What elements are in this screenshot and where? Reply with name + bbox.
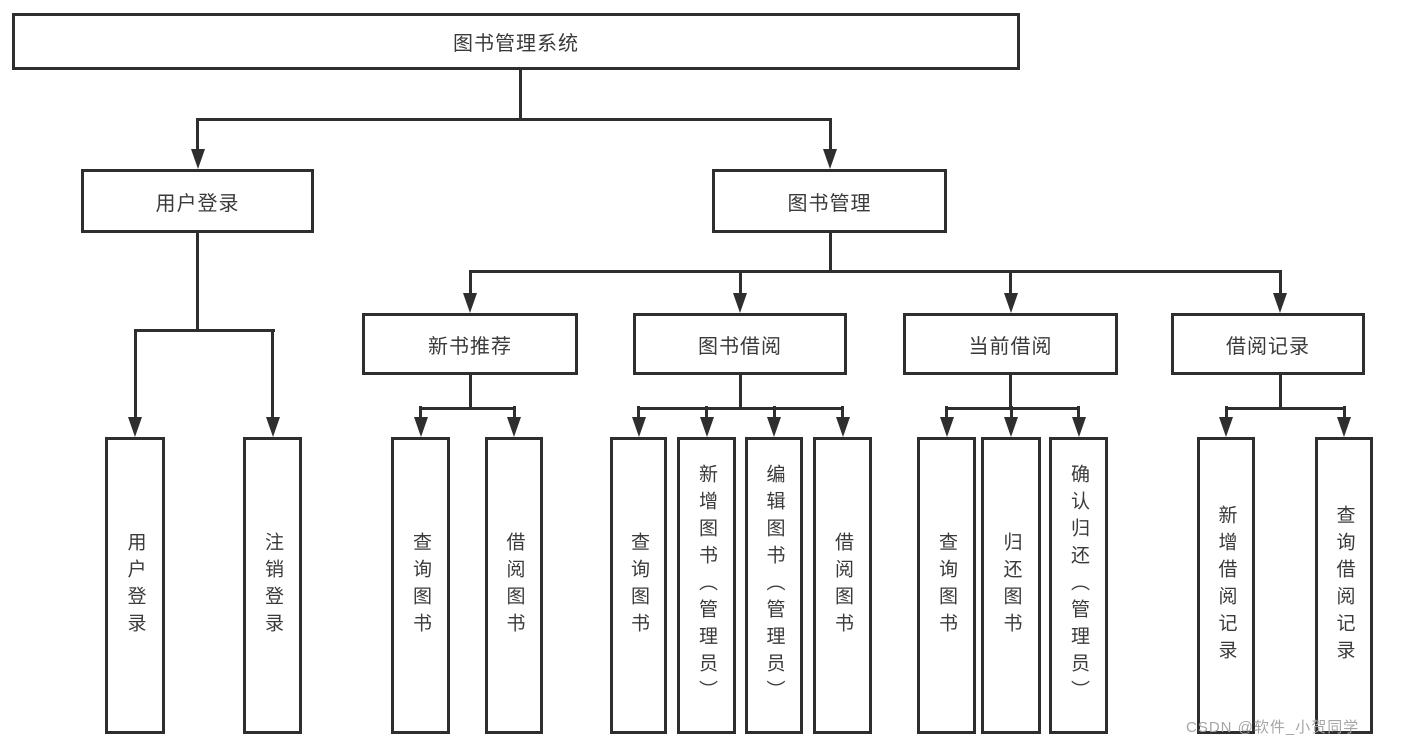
node-new-book-recommendation: 新书推荐 <box>362 313 578 375</box>
node-label: 图书管理 <box>787 192 872 215</box>
connector-line <box>133 328 275 332</box>
arrow-down-icon <box>1071 417 1086 437</box>
leaf-add-books-admin: 新增图书（管理员） <box>677 437 736 734</box>
arrow-down-icon <box>1003 293 1018 313</box>
node-label: 查询借阅记录 <box>1333 504 1355 667</box>
node-library-management-system: 图书管理系统 <box>12 13 1020 70</box>
connector-line <box>1224 406 1346 410</box>
leaf-confirm-return-admin: 确认归还（管理员） <box>1049 437 1108 734</box>
arrow-down-icon <box>835 417 850 437</box>
node-label: 新书推荐 <box>428 335 512 358</box>
connector-line <box>1342 406 1346 420</box>
connector-line <box>1009 406 1013 420</box>
node-label: 确认归还（管理员） <box>1068 464 1089 707</box>
arrow-down-icon <box>265 417 280 437</box>
node-book-borrowing: 图书借阅 <box>633 313 847 375</box>
connector-line <box>828 233 832 273</box>
node-label: 借阅图书 <box>832 531 853 640</box>
arrow-down-icon <box>823 149 837 169</box>
node-label: 图书借阅 <box>698 335 782 358</box>
connector-line <box>468 375 472 409</box>
leaf-query-books-borrowing: 查询图书 <box>610 437 667 734</box>
connector-line <box>945 406 1080 410</box>
arrow-down-icon <box>1273 293 1287 313</box>
connector-line <box>1009 271 1012 296</box>
node-label: 归还图书 <box>1000 531 1022 640</box>
node-user-login: 用户登录 <box>81 169 314 233</box>
node-label: 借阅记录 <box>1226 335 1310 358</box>
connector-line <box>419 406 422 420</box>
connector-line <box>196 233 199 332</box>
arrow-down-icon <box>699 417 714 437</box>
node-label: 当前借阅 <box>968 335 1053 358</box>
arrow-down-icon <box>939 417 954 437</box>
connector-line <box>1278 271 1282 296</box>
connector-line <box>828 119 832 153</box>
node-label: 注销登录 <box>262 531 283 640</box>
arrow-down-icon <box>1337 417 1351 437</box>
leaf-borrow-books-recommend: 借阅图书 <box>485 437 543 734</box>
connector-line <box>271 330 274 420</box>
connector-line <box>419 406 516 410</box>
leaf-logout: 注销登录 <box>243 437 302 734</box>
arrow-down-icon <box>767 417 781 437</box>
connector-line <box>518 70 522 119</box>
connector-line <box>945 406 948 420</box>
node-label: 用户登录 <box>124 531 146 640</box>
leaf-return-books: 归还图书 <box>981 437 1041 734</box>
node-label: 新增借阅记录 <box>1215 504 1237 667</box>
leaf-add-borrow-record: 新增借阅记录 <box>1197 437 1255 734</box>
node-borrowing-records: 借阅记录 <box>1171 313 1365 375</box>
connector-line <box>705 406 708 420</box>
connector-line <box>637 406 640 420</box>
node-label: 查询图书 <box>628 531 649 640</box>
arrow-down-icon <box>128 417 142 437</box>
arrow-down-icon <box>1004 417 1018 437</box>
connector-line <box>1224 406 1228 420</box>
node-book-management: 图书管理 <box>712 169 947 233</box>
connector-line <box>772 406 776 420</box>
connector-line <box>468 271 472 296</box>
connector-line <box>1009 375 1012 409</box>
leaf-query-books-current: 查询图书 <box>917 437 976 734</box>
leaf-query-borrow-record: 查询借阅记录 <box>1315 437 1373 734</box>
leaf-edit-books-admin: 编辑图书（管理员） <box>745 437 803 734</box>
connector-line <box>196 117 832 121</box>
node-label: 新增图书（管理员） <box>696 464 717 707</box>
connector-line <box>1077 406 1080 420</box>
arrow-down-icon <box>463 293 477 313</box>
watermark: CSDN @软件_小贺同学 <box>1186 719 1360 736</box>
node-label: 图书管理系统 <box>453 33 579 55</box>
arrow-down-icon <box>507 417 521 437</box>
connector-line <box>637 406 844 410</box>
connector-line <box>841 406 844 420</box>
leaf-borrow-books: 借阅图书 <box>813 437 872 734</box>
node-label: 查询图书 <box>410 531 431 640</box>
connector-line <box>1278 375 1282 409</box>
node-label: 查询图书 <box>936 531 957 640</box>
leaf-query-books-recommend: 查询图书 <box>391 437 450 734</box>
node-label: 借阅图书 <box>503 531 525 640</box>
arrow-down-icon <box>413 417 428 437</box>
connector-line <box>196 119 199 153</box>
connector-line <box>133 330 137 420</box>
connector-line <box>738 271 742 296</box>
arrow-down-icon <box>631 417 646 437</box>
node-label: 用户登录 <box>155 192 240 215</box>
arrow-down-icon <box>190 149 205 169</box>
arrow-down-icon <box>733 293 747 313</box>
leaf-user-login: 用户登录 <box>105 437 165 734</box>
connector-line <box>468 269 1282 273</box>
connector-line <box>512 406 516 420</box>
connector-line <box>738 375 742 409</box>
node-label: 编辑图书（管理员） <box>763 464 785 707</box>
arrow-down-icon <box>1219 417 1233 437</box>
node-current-borrowing: 当前借阅 <box>903 313 1118 375</box>
